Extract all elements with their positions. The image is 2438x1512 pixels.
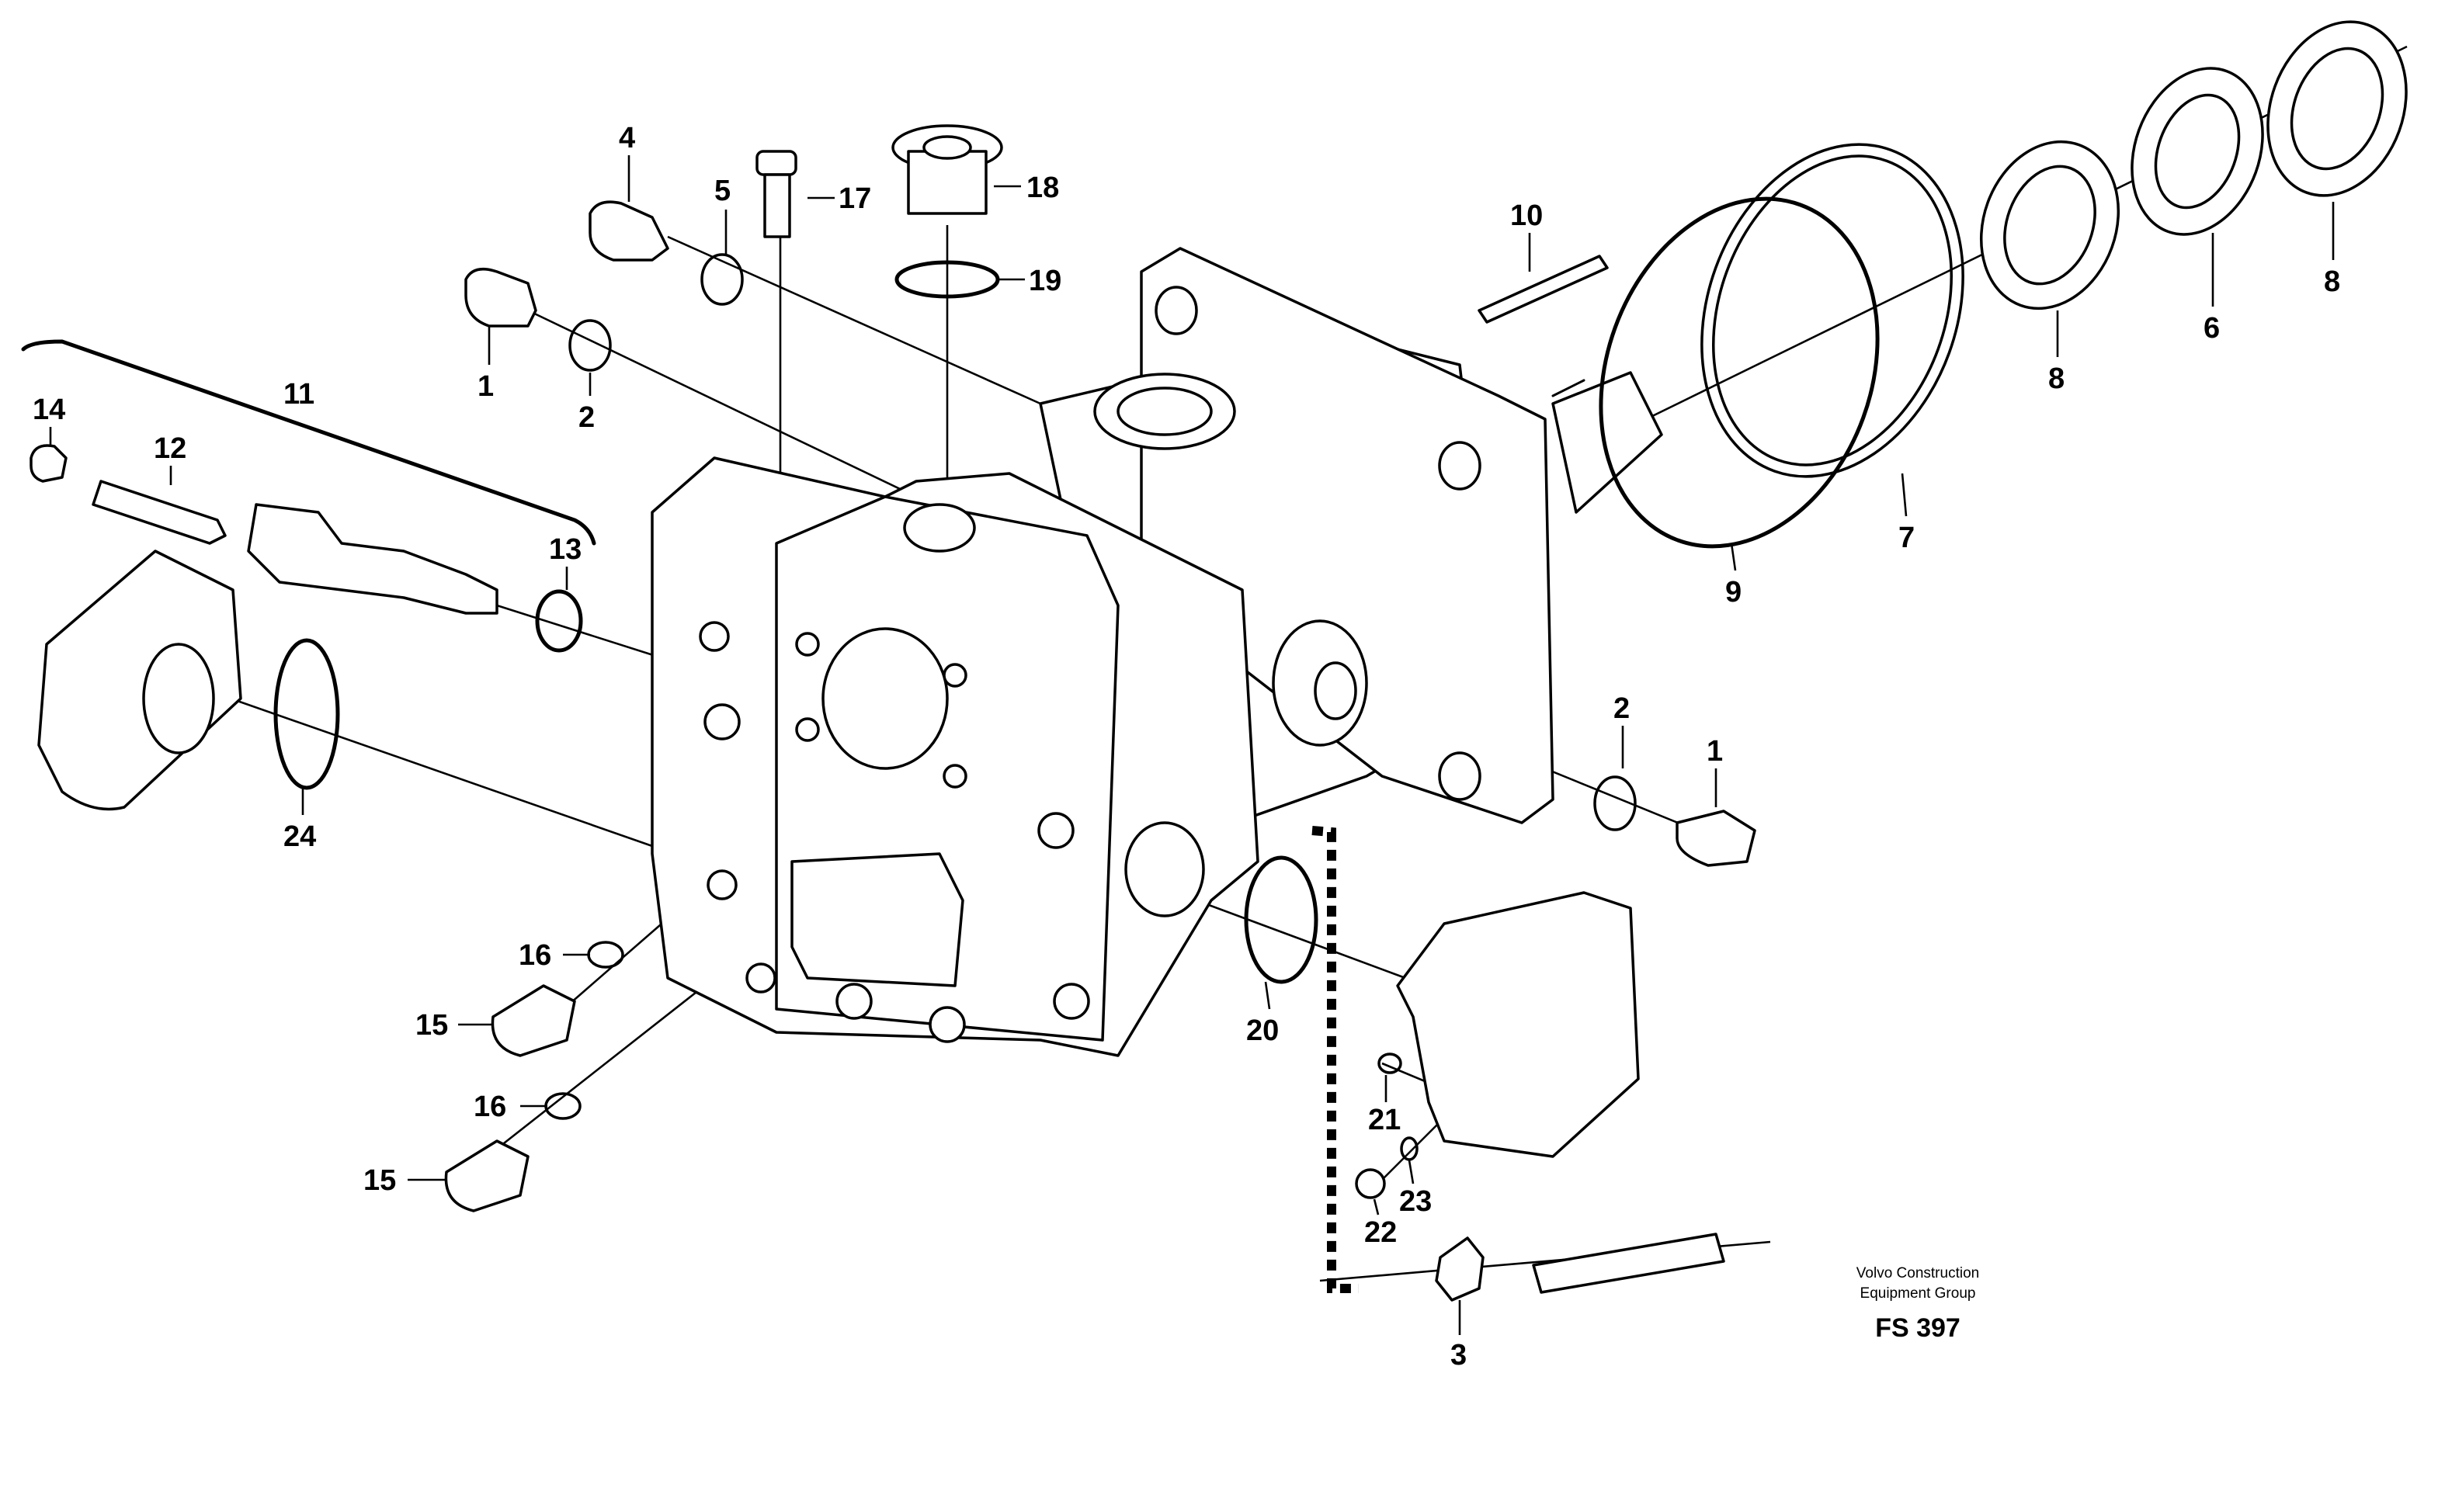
valve-assembly-11	[21, 339, 596, 615]
callout-4: 4	[619, 122, 635, 154]
flange-block	[1396, 891, 1640, 1158]
callout-8-right: 8	[2324, 265, 2340, 298]
oring-23	[1400, 1136, 1419, 1161]
stud	[1532, 1233, 1725, 1294]
oring-16-upper	[587, 941, 624, 969]
callout-7: 7	[1898, 522, 1915, 554]
oring-5	[700, 253, 744, 306]
oring-21	[1377, 1053, 1402, 1074]
plug-1-top	[464, 267, 537, 328]
plug-18	[891, 124, 1003, 215]
callout-labels: 1 2 4 5 17 18 19 10 8 6 8 7 9 2 1 14 12 …	[33, 122, 2340, 1372]
callout-15-upper: 15	[415, 1009, 448, 1042]
callout-8-left: 8	[2048, 362, 2065, 395]
screw-17	[755, 150, 797, 238]
callout-21: 21	[1368, 1104, 1401, 1136]
callout-1-side: 1	[1707, 735, 1723, 768]
pin-10	[1478, 255, 1609, 324]
callout-9: 9	[1725, 576, 1742, 609]
plug-1-side	[1676, 810, 1756, 867]
callout-11: 11	[283, 378, 314, 411]
callout-15-lower: 15	[363, 1164, 396, 1197]
callout-17: 17	[839, 182, 871, 215]
nut-3	[1435, 1236, 1485, 1302]
figure-id: FS 397	[1875, 1313, 1960, 1343]
callout-16-lower: 16	[474, 1091, 506, 1123]
oring-24	[273, 638, 340, 790]
callout-23: 23	[1399, 1185, 1432, 1218]
cover-plate	[37, 550, 242, 811]
credit-block: Volvo Construction Equipment Group FS 39…	[1856, 1265, 1979, 1343]
plug-15-lower	[444, 1139, 530, 1212]
callout-22: 22	[1364, 1216, 1397, 1249]
oring-9	[1599, 196, 1880, 549]
callout-10: 10	[1510, 199, 1543, 232]
callout-1-top: 1	[478, 370, 494, 403]
callout-14: 14	[33, 394, 65, 426]
callout-3: 3	[1450, 1339, 1467, 1372]
bearing-8-inner	[1979, 140, 2120, 310]
callout-13: 13	[549, 533, 582, 566]
oring-13	[535, 589, 583, 653]
oring-2-top	[568, 319, 612, 372]
callout-leaders	[49, 155, 2335, 1335]
callout-24: 24	[283, 820, 316, 853]
plug-4	[589, 200, 669, 262]
plug-15-upper	[491, 984, 576, 1057]
callout-16-upper: 16	[519, 939, 551, 972]
credit-line-1: Volvo Construction	[1856, 1265, 1979, 1281]
oring-2-side	[1593, 775, 1637, 831]
plug-22	[1355, 1168, 1386, 1199]
callout-20: 20	[1246, 1014, 1279, 1047]
callout-18: 18	[1026, 172, 1059, 204]
bearing-8-outer	[2266, 20, 2408, 197]
oring-20	[1244, 855, 1318, 984]
callout-2-top: 2	[578, 401, 595, 434]
callout-2-side: 2	[1613, 692, 1630, 725]
group-bracket	[1311, 826, 1359, 1293]
washer-6	[2131, 67, 2264, 236]
callout-12: 12	[154, 432, 186, 465]
callout-5: 5	[714, 175, 731, 207]
callout-6: 6	[2204, 312, 2220, 345]
pump-housing	[651, 247, 1663, 1057]
credit-line-2: Equipment Group	[1860, 1285, 1976, 1302]
retaining-ring-7	[1700, 143, 1964, 478]
callout-19: 19	[1029, 265, 1061, 297]
